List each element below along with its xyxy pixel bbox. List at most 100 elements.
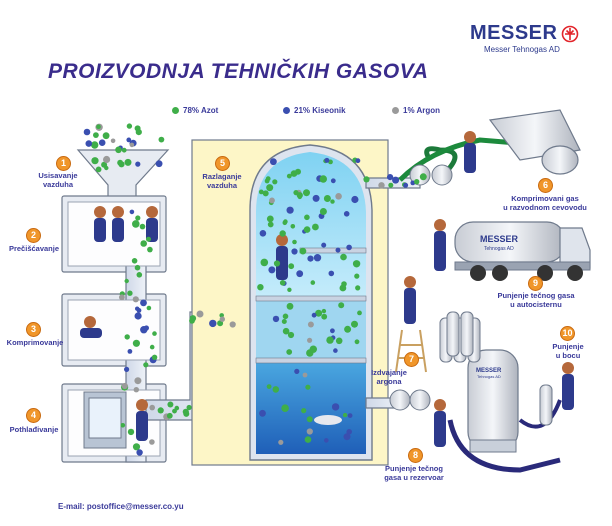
- gas-molecule: [152, 331, 157, 336]
- gas-molecule: [260, 258, 269, 267]
- gas-molecule: [344, 325, 352, 333]
- gas-molecule: [132, 220, 140, 228]
- gas-molecule: [410, 180, 416, 186]
- gas-molecule: [335, 247, 341, 253]
- gas-molecule: [196, 310, 204, 318]
- truck-brand: MESSER: [480, 234, 519, 244]
- gas-molecule: [119, 294, 125, 301]
- gas-molecule: [328, 270, 335, 277]
- gas-molecule: [288, 263, 295, 270]
- gas-molecule: [307, 337, 313, 343]
- gas-molecule: [326, 336, 334, 344]
- gas-molecule: [341, 281, 347, 287]
- gas-molecule: [124, 278, 129, 284]
- messer-logo: MESSER Messer Tehnogas AD: [470, 22, 590, 54]
- step-label: Punjenje tečnog gasa u rezervoar: [384, 464, 444, 482]
- gas-molecule: [143, 362, 149, 368]
- gas-molecule: [403, 182, 409, 188]
- gas-molecule: [174, 405, 180, 411]
- messer-emblem-icon: [562, 25, 579, 42]
- gas-molecule: [324, 157, 330, 163]
- tank-brand: MESSER: [476, 368, 502, 374]
- step-label: Prečišćavanje: [8, 244, 60, 253]
- gas-molecule: [127, 349, 133, 354]
- gas-molecule: [321, 242, 327, 248]
- gas-molecule: [98, 139, 106, 146]
- step-label: Punjenje u bocu: [552, 342, 584, 360]
- gas-molecule: [354, 339, 360, 345]
- gas-molecule: [118, 161, 125, 168]
- gas-molecule: [286, 206, 294, 214]
- gas-molecule: [347, 413, 353, 418]
- gas-molecule: [189, 315, 197, 322]
- gas-molecule: [301, 408, 307, 414]
- gas-molecule: [83, 128, 91, 136]
- gas-molecule: [351, 320, 358, 328]
- gas-molecule: [121, 147, 127, 153]
- gas-molecule: [258, 189, 264, 195]
- step-label: Pothlađivanje: [9, 425, 59, 434]
- gas-molecule: [312, 223, 319, 231]
- gas-molecule: [151, 354, 158, 360]
- gas-molecule: [115, 146, 122, 154]
- legend-dot-icon: [172, 107, 179, 114]
- gas-molecule: [264, 178, 270, 184]
- gas-molecule: [305, 384, 311, 390]
- gas-molecule: [343, 211, 350, 217]
- gas-molecule: [307, 255, 314, 262]
- legend-item: 21% Kiseonik: [283, 106, 346, 115]
- gas-molecule: [296, 192, 303, 199]
- gas-molecule: [129, 142, 135, 148]
- gas-molecule: [346, 244, 352, 251]
- gas-molecule: [281, 404, 289, 413]
- gas-molecule: [304, 436, 312, 443]
- gas-molecule: [266, 184, 274, 192]
- step-number-badge: 1: [56, 156, 71, 171]
- gas-molecule: [182, 408, 189, 415]
- truck-brand-sub: Tehnogas AD: [484, 246, 514, 252]
- gas-molecule: [146, 305, 152, 311]
- gas-molecule: [303, 189, 310, 197]
- gas-molecule: [286, 173, 292, 179]
- step-number-badge: 9: [528, 276, 543, 291]
- gas-molecule: [291, 248, 298, 255]
- step-label: Izdvajanje argona: [371, 368, 407, 386]
- gas-molecule: [124, 334, 130, 340]
- gas-molecule: [124, 366, 130, 372]
- gas-molecule: [143, 325, 149, 331]
- gas-molecule: [378, 182, 385, 189]
- gas-molecule: [167, 401, 174, 408]
- gas-molecule: [310, 280, 316, 285]
- gas-molecule: [313, 254, 322, 262]
- gas-molecule: [135, 161, 141, 167]
- step-number-badge: 2: [26, 228, 41, 243]
- gas-molecule: [355, 285, 361, 291]
- gas-molecule: [149, 439, 155, 445]
- gas-molecule: [121, 382, 128, 390]
- gas-molecule: [307, 321, 314, 328]
- gas-molecule: [311, 312, 317, 318]
- gas-molecule: [257, 284, 264, 291]
- workers: [80, 131, 574, 447]
- gas-molecule: [290, 224, 296, 229]
- gas-molecule: [186, 404, 192, 411]
- gas-molecule: [266, 384, 272, 389]
- step-label: Razlaganje vazduha: [202, 172, 242, 190]
- gas-molecule: [278, 439, 284, 445]
- gas-molecule: [282, 327, 290, 335]
- gas-molecule: [272, 179, 278, 185]
- gas-molecule: [133, 387, 139, 393]
- gas-molecule: [319, 175, 327, 183]
- gas-molecule: [136, 308, 142, 313]
- gas-molecule: [134, 377, 142, 385]
- gas-molecule: [135, 215, 141, 221]
- logo-subtitle: Messer Tehnogas AD: [484, 45, 560, 54]
- gas-molecule: [259, 230, 267, 237]
- gas-molecule: [135, 129, 142, 136]
- gas-molecule: [269, 197, 275, 204]
- gas-molecule: [343, 433, 351, 441]
- gas-molecule: [132, 339, 140, 347]
- gas-molecule: [306, 428, 313, 435]
- gas-molecule: [85, 140, 93, 147]
- gas-molecule: [299, 247, 307, 255]
